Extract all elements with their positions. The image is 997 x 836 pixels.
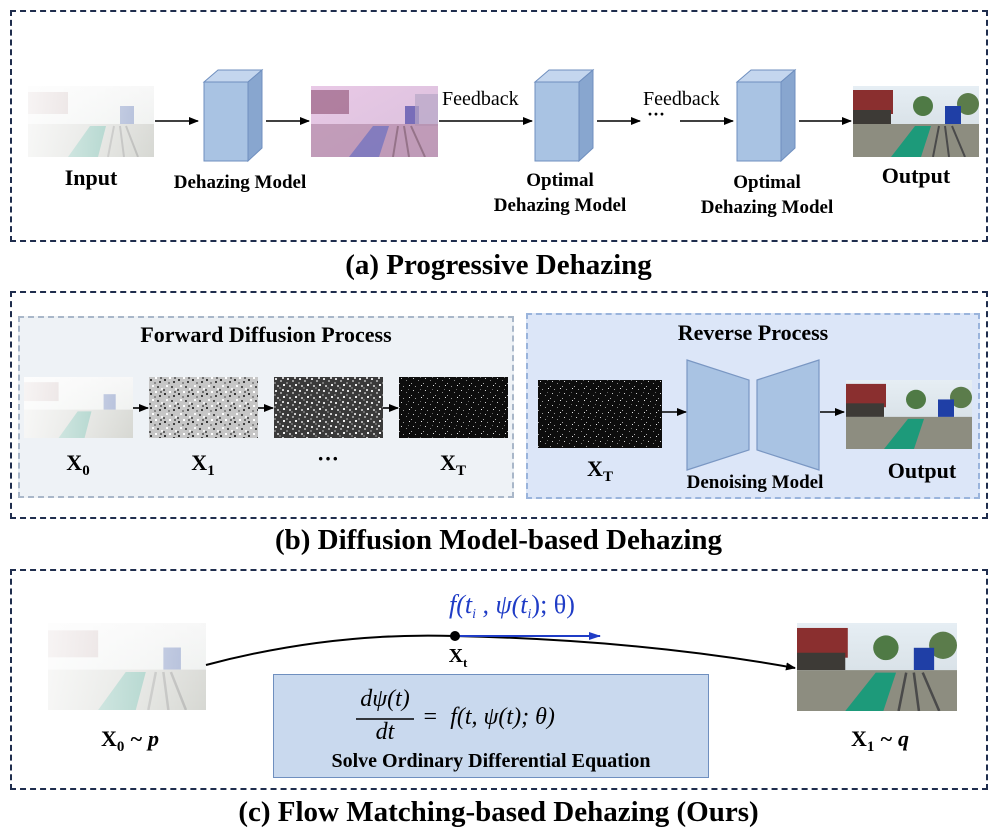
panel-b-frame [10,291,988,519]
xt-point-label: Xt [433,645,483,670]
xt-reverse-label: XT [570,456,630,485]
panel-c-frame [10,569,988,790]
x1-main: X [191,450,208,475]
x1-noisy-image [149,377,258,438]
optimal-model-label-1: Optimal Dehazing Model [470,168,650,218]
caption-a: (a) Progressive Dehazing [345,249,652,281]
xt-reverse-noise-image [538,380,662,448]
x1c-sub: 1 [866,739,875,755]
intermediate-image [311,86,438,157]
output-label-a: Output [881,163,951,188]
optimal-model-label-2: Optimal Dehazing Model [677,170,857,220]
x1-label: X1 [173,450,233,479]
feedback-label-1: Feedback [442,88,519,110]
x1c-dist: ~ q [874,726,909,751]
caption-b: (b) Diffusion Model-based Dehazing [274,524,723,556]
x1-distribution-label: X1 ~ q [820,726,940,755]
ode-equation-box [273,674,709,778]
optimal-dehazing-model-cube-2 [735,68,797,163]
xt2-sub: T [602,469,613,485]
caption-c: (c) Flow Matching-based Dehazing (Ours) [238,796,759,828]
output-image-b [846,380,972,449]
denoising-model-label: Denoising Model [686,472,824,493]
optimal-model-2-line1: Optimal [733,172,801,193]
optimal-dehazing-model-cube-1 [533,68,595,163]
vec-i2: i [527,607,532,622]
xt2-main: X [587,456,603,481]
xt-main: X [440,450,456,475]
reverse-process-title: Reverse Process [677,320,829,345]
forward-process-title: Forward Diffusion Process [140,322,392,347]
xtc-sub: t [463,655,468,670]
output-label-b: Output [887,458,957,483]
xmid-noisy-image [274,377,383,438]
optimal-model-2-line2: Dehazing Model [700,197,834,218]
vec-f: f(t [449,590,473,619]
eq-numerator: dψ(t) [360,686,410,712]
dehazing-model-label: Dehazing Model [173,172,307,193]
vec-i1: i [472,607,476,622]
vector-field-label: f(ti , ψ(ti); θ) [449,590,575,622]
xt-sub: T [455,463,466,479]
x0-label: X0 [48,450,108,479]
x0c-main: X [101,726,117,751]
x0-sub: 0 [82,463,90,479]
vec-end: ); θ) [531,590,575,619]
x1-sub: 1 [207,463,215,479]
xt-noise-image [399,377,508,438]
panel-a-frame [10,10,988,242]
optimal-model-1-line2: Dehazing Model [493,195,627,216]
x0-distribution-label: X0 ~ p [70,726,190,755]
x0-image [24,377,133,438]
x0-main: X [66,450,83,475]
ellipsis-b: ··· [316,446,339,471]
vec-mid: , ψ(t [476,590,528,619]
x0c-dist: ~ p [124,726,159,751]
ellipsis-panel-a: ··· [647,104,666,124]
feedback-label-2: Feedback [643,88,720,110]
optimal-model-1-line1: Optimal [526,170,594,191]
dehazing-model-cube [202,68,264,163]
input-hazy-image [28,86,154,157]
x0-source-image [48,623,206,710]
ode-caption: Solve Ordinary Differential Equation [331,750,651,772]
xtc-main: X [448,645,464,667]
xt-label: XT [423,450,483,479]
eq-rhs: = f(t, ψ(t); θ) [422,704,555,730]
x1c-main: X [851,726,867,751]
x1-target-image [797,623,957,711]
output-clear-image [853,86,979,157]
eq-denominator: dt [375,719,395,745]
denoising-model-shape [686,359,820,471]
input-label: Input [64,165,118,190]
x0c-sub: 0 [116,739,125,755]
